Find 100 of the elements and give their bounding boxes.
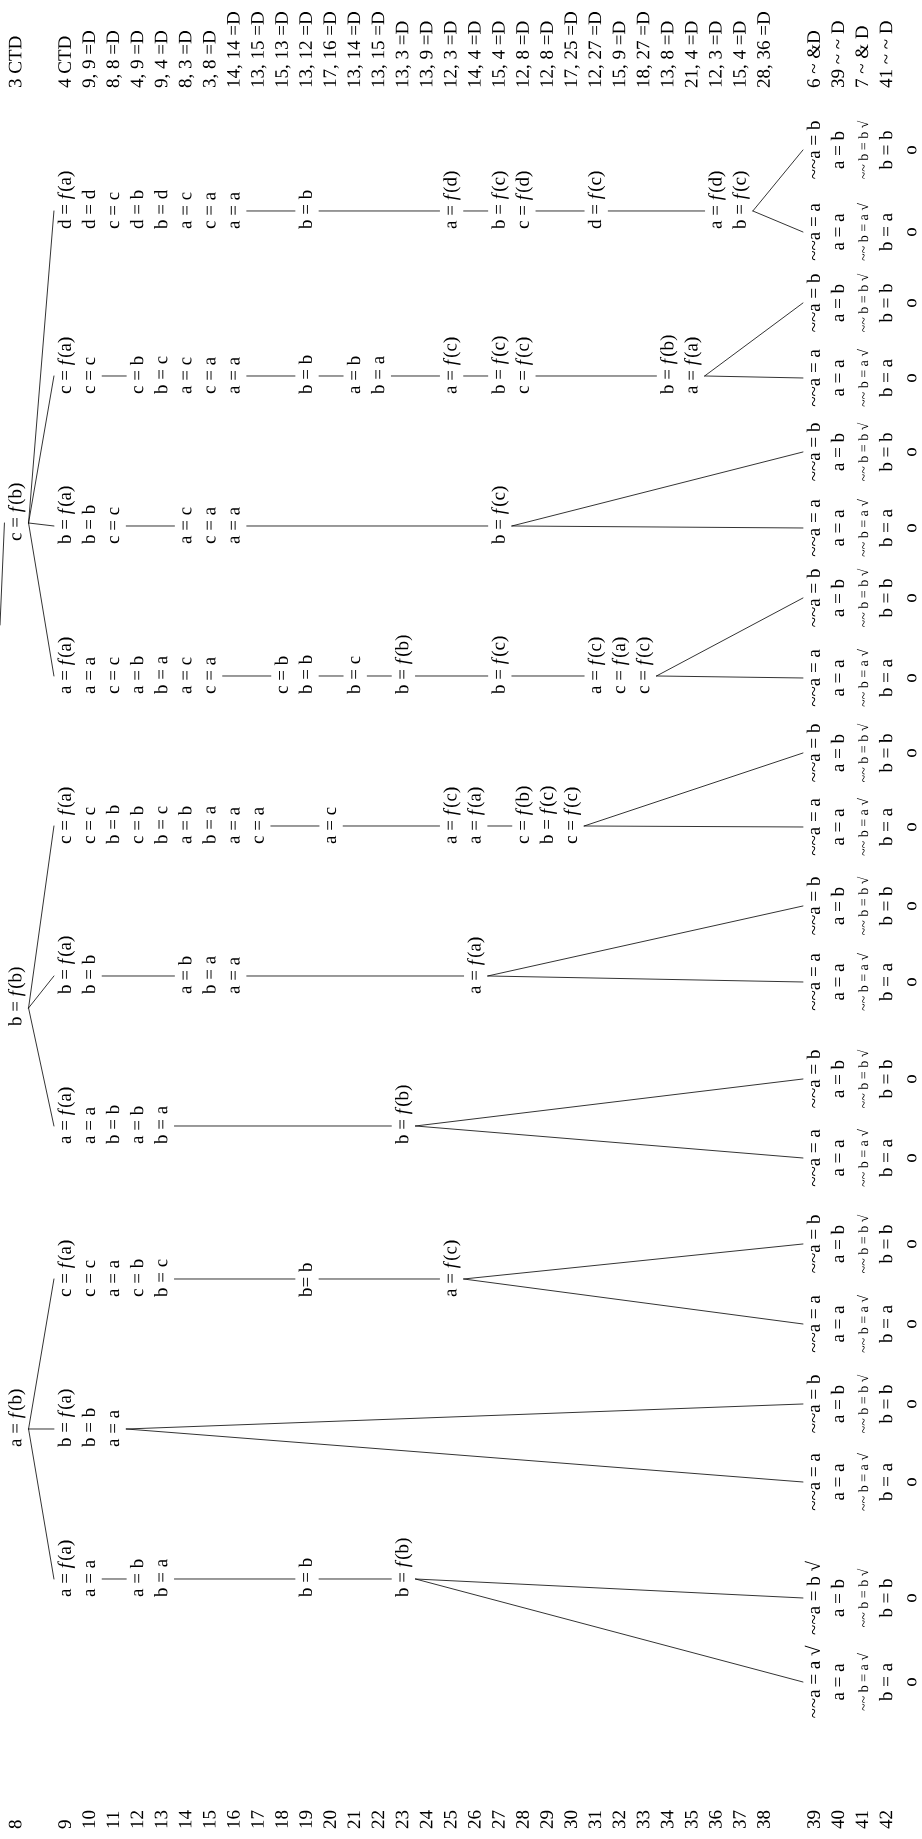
justification: 28, 36 =D [757,12,773,88]
formula-stack: a = f(a) [467,937,485,994]
branch-line [607,210,706,212]
branch-line [174,1278,296,1280]
line-number: 25 [443,1810,457,1829]
line-number: 11 [106,1811,119,1828]
formula-stack: c = f(b) b = f(c) c = f(c) [515,786,581,844]
line-number: 37 [733,1810,746,1829]
branch-line [222,675,272,677]
branch-line [704,375,804,379]
branch-line [318,1578,392,1580]
branch-line [101,1578,127,1580]
branch-line [390,375,440,377]
branch-line [583,825,804,828]
formula-stack: ~~a = a a = a ~~ b = a √ b = a o [810,649,917,707]
branch-line [487,975,804,983]
justification: 9, 4 =D [154,31,171,88]
line-number: 19 [299,1810,312,1828]
formula-stack: ~~a = b a = b ~~ b = b √ b = b o [806,1374,917,1433]
formula-stack: a = f(d) [443,171,461,229]
branch-line [174,1125,392,1127]
justification: 18, 27 =D [636,12,653,87]
justification: 8, 8 =D [106,31,122,88]
formula-stack: a = f(c) c = f(a) c = f(c) [587,637,654,694]
line-number: 8 [8,1820,22,1829]
line-number: 30 [564,1810,578,1829]
justification: 12, 8 =D [516,21,532,87]
line-number: 33 [636,1810,650,1829]
justification: 15, 4 =D [733,21,749,87]
justification: 17, 16 =D [323,12,339,87]
formula-stack: b= b [298,1263,312,1297]
formula-stack: ~~a = a a = a ~~ b = a √ b = a o [810,203,917,261]
justification: 41 ~ ~ D [879,21,893,88]
formula-stack: d = f(c) [587,171,606,229]
justification: 7 ~ & D [855,26,869,87]
formula-stack: ~~a = a a = a ~~ b = a √ b = a o [810,798,917,856]
line-number: 39 [807,1810,820,1829]
branch-line [246,210,296,212]
branch-line [318,675,344,677]
branch-line [415,1125,804,1159]
branch-line [656,675,804,679]
line-number: 22 [371,1811,385,1829]
justification: 4, 9 =D [130,31,147,88]
formula-stack: ~~a = a a = a ~~ b = a √ b = a o [810,1295,917,1353]
line-number: 14 [178,1810,192,1828]
branch-line [28,1428,55,1430]
line-number: 13 [154,1810,168,1828]
line-number: 40 [831,1810,845,1829]
justification: 14, 4 =D [468,21,484,87]
branch-line [101,375,127,377]
formula-stack: b = f(c) [491,486,509,544]
formula-stack: ~~a = b a = b ~~ b = b √ b = b o [806,876,917,935]
justification: 13, 8 =D [660,21,677,87]
formula-stack: ~~a = a a = a ~~ b = a √ b = a o [810,1453,917,1511]
formula-stack: ~~a = a a = a ~~ b = a √ b = a o [810,953,917,1011]
line-number: 42 [879,1811,893,1829]
branch-line [101,975,175,977]
formula-stack: b = f(b) [394,1085,413,1144]
line-number: 12 [130,1811,144,1828]
branch-line [487,825,513,827]
formula-stack: a = b b = a [129,1559,168,1597]
formula-stack: ~~a = b a = b ~~ b = b √ b = b o [806,723,917,782]
justification: 6 ~ &D [807,30,820,88]
formula-stack: ~~a = a a = a ~~ b = a √ b = a o [810,349,917,407]
branch-line [463,210,489,212]
justification: 3 CTD [8,36,22,88]
formula-stack: b = f(b) [7,967,26,1026]
justification: 13, 15 =D [371,12,388,87]
branch-line [415,675,489,677]
branch-line [415,1578,804,1599]
justification: 3, 8 =D [202,31,219,88]
line-number: 41 [855,1811,869,1829]
branch-line [125,1403,804,1430]
branch-line [28,975,55,1009]
formula-stack: b = b [298,190,312,229]
justification: 39 ~ ~ D [831,21,845,88]
branch-line [342,825,440,827]
branch-line [318,375,344,377]
branch-line [752,210,804,233]
branch-line [583,752,804,827]
formula-stack: ~~a = b a = b ~~ b = b √ b = b o [806,568,917,627]
justification: 12, 8 =D [540,21,556,87]
branch-line [246,525,489,527]
justification: 4 CTD [58,36,71,88]
formula-stack: ~~a = a √ a = a ~~ b = a √ b = a o [804,1645,917,1718]
branch-line [318,210,440,212]
justification: 9, 9 =D [82,31,98,88]
formula-stack: c = f(b) [7,483,26,541]
branch-line [511,675,585,677]
branch-line [704,302,804,377]
justification: 17, 25 =D [564,12,580,87]
justification: 13, 3 =D [395,21,412,87]
justification: 12, 3 =D [443,21,460,87]
formula-stack: b = b [298,355,312,394]
formula-stack: ~~a = b a = b ~~ b = b √ b = b o [806,120,917,179]
formula-stack: a = b b = a [346,356,385,394]
line-number: 28 [516,1810,529,1829]
formula-stack: a = f(c) [443,1240,461,1297]
justification: 13, 15 =D [251,12,267,87]
formula-stack: a = f(c) [443,337,461,394]
